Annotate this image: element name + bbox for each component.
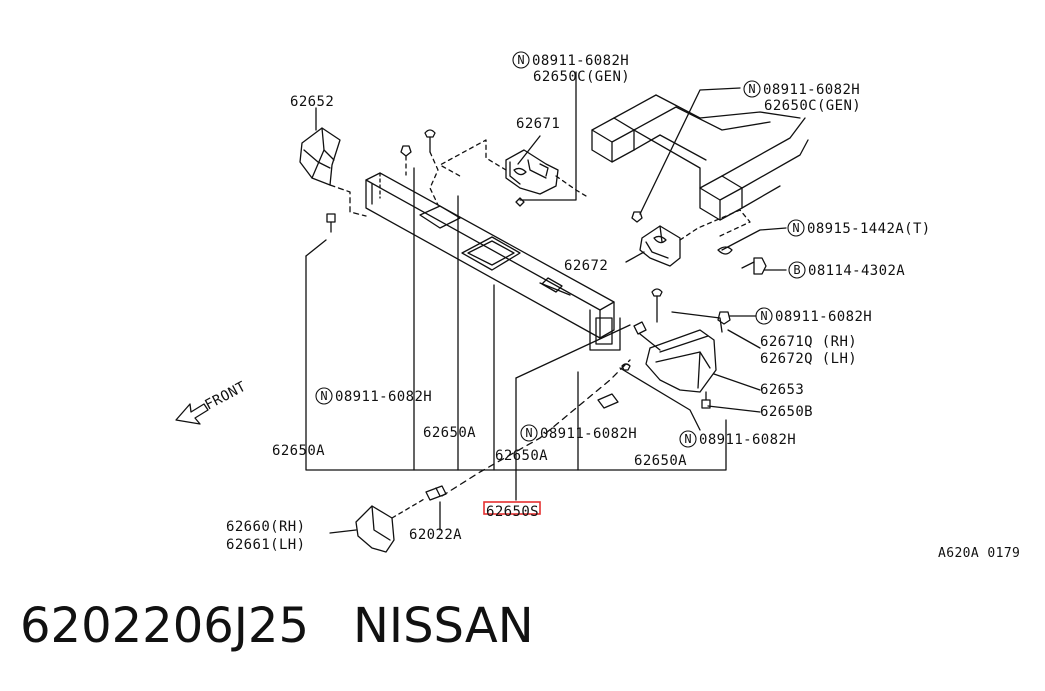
- bracket-62671: [505, 149, 559, 195]
- label-62672q: 62672Q (LH): [760, 351, 857, 367]
- part-number: 6202206J25: [20, 598, 310, 654]
- label-62650a-1: 62650A: [423, 425, 476, 441]
- label-62660: 62660(RH): [226, 519, 305, 535]
- label-62672: 62672: [564, 258, 608, 274]
- bumper-reinforcement-beam: [365, 172, 615, 339]
- n-symbol-4: N: [760, 309, 767, 323]
- label-62653: 62653: [760, 382, 804, 398]
- figure-code: A620A 0179: [938, 546, 1020, 561]
- label-62650a-3: 62650A: [495, 448, 548, 464]
- brand-name: NISSAN: [353, 598, 534, 654]
- bolt-left: [326, 213, 336, 233]
- n-symbol-6: N: [525, 426, 532, 440]
- bolt-62022a: [425, 485, 447, 501]
- label-62650a-4: 62650A: [634, 453, 687, 469]
- label-n-mid-r: 08915-1442A(T): [807, 221, 931, 237]
- bracket-62672: [639, 225, 681, 267]
- label-b-bolt: 08114-4302A: [808, 263, 905, 279]
- n-symbol-7: N: [684, 432, 691, 446]
- label-62652: 62652: [290, 94, 334, 110]
- b-symbol: B: [793, 263, 800, 277]
- label-n-right-b: 08911-6082H: [775, 309, 872, 325]
- label-front: FRONT: [202, 379, 249, 414]
- label-gen-top-b: 62650C(GEN): [764, 98, 861, 114]
- n-symbol-3: N: [792, 221, 799, 235]
- label-62671q: 62671Q (RH): [760, 334, 857, 350]
- label-62650a-2: 62650A: [272, 443, 325, 459]
- label-62661: 62661(LH): [226, 537, 305, 553]
- label-n-right-c: 08911-6082H: [699, 432, 796, 448]
- label-62650b: 62650B: [760, 404, 813, 420]
- label-gen-top-a: 62650C(GEN): [533, 69, 630, 85]
- highlight-box: [483, 501, 541, 515]
- label-62022a: 62022A: [409, 527, 462, 543]
- label-n-top-b: 08911-6082H: [763, 82, 860, 98]
- label-62650s: 62650S: [486, 504, 539, 520]
- n-symbol-1: N: [517, 53, 524, 67]
- label-n-left: 08911-6082H: [335, 389, 432, 405]
- side-bracket-62653: [645, 329, 717, 393]
- n-symbol-5: N: [320, 389, 327, 403]
- part-caption: 6202206J25 NISSAN: [20, 598, 534, 654]
- label-n-center: 08911-6082H: [540, 426, 637, 442]
- n-symbol-2: N: [748, 82, 755, 96]
- label-62671: 62671: [516, 116, 560, 132]
- frame-rails: [591, 94, 809, 221]
- label-n-top-a: 08911-6082H: [532, 53, 629, 69]
- bumper-end-62660: [355, 505, 395, 553]
- side-bracket-62652: [299, 127, 341, 186]
- front-arrow-icon: [175, 403, 209, 425]
